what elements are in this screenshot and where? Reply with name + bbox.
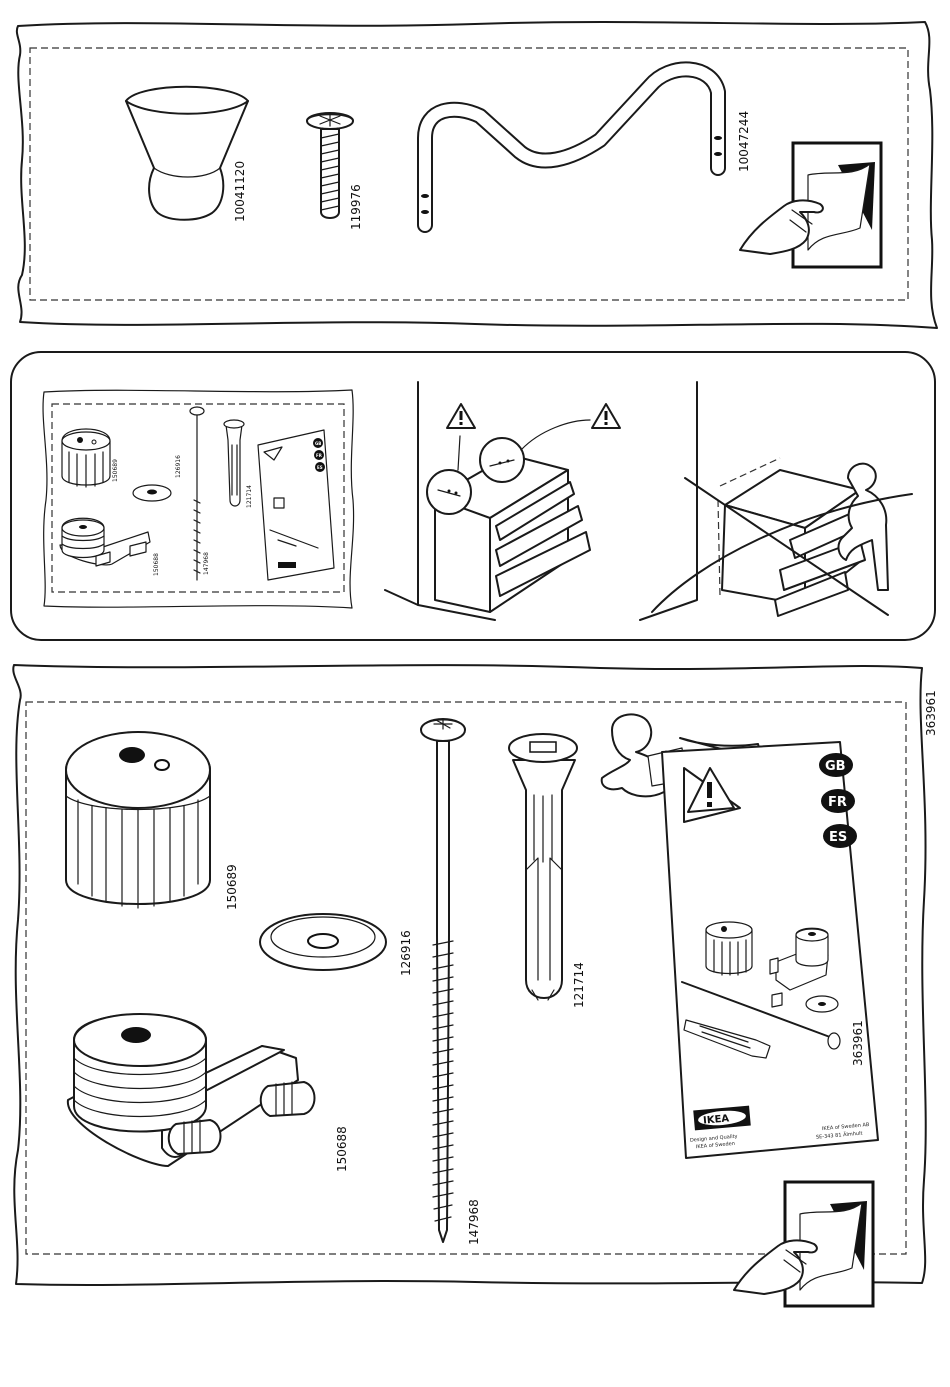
mini-number-stopper-cap: 150689 bbox=[112, 459, 119, 482]
mini-hardware-bag-icon: 126916 147968 121714 150689 150688 GB FR… bbox=[43, 390, 354, 608]
svg-text:GB: GB bbox=[825, 759, 846, 774]
language-badge-es: ES bbox=[823, 824, 857, 848]
leaflet-brand-logo: IKEA bbox=[703, 1113, 730, 1126]
mini-number-wall-bracket: 150688 bbox=[153, 553, 160, 576]
mini-number-wall-plug: 121714 bbox=[246, 485, 253, 508]
part-number-wall-screw: 147968 bbox=[467, 1199, 481, 1245]
mini-number-washer: 126916 bbox=[175, 455, 182, 478]
bottom-hardware-bag: 363961 150689 126916 bbox=[13, 665, 938, 1306]
part-number-knob: 10041120 bbox=[233, 161, 247, 222]
part-number-stopper-cap: 150689 bbox=[225, 864, 239, 910]
part-number-wall-plug: 121714 bbox=[572, 962, 586, 1008]
svg-text:FR: FR bbox=[828, 795, 847, 810]
mini-leaflet-badge-fr: FR bbox=[316, 453, 322, 458]
instruction-leaflet: GB FR ES 363 bbox=[662, 738, 878, 1158]
language-badge-gb: GB bbox=[819, 753, 853, 777]
warning-panel: 126916 147968 121714 150689 150688 GB FR… bbox=[11, 352, 935, 640]
part-number-washer: 126916 bbox=[399, 930, 413, 976]
part-number-handle: 10047244 bbox=[737, 111, 751, 172]
stopper-cap-icon bbox=[66, 732, 210, 908]
mini-number-wall-screw: 147968 bbox=[203, 552, 210, 575]
part-number-screw: 119976 bbox=[349, 184, 363, 230]
mini-leaflet-badge-gb: GB bbox=[315, 441, 321, 446]
top-hardware-bag: 10041120 119976 10047244 bbox=[17, 22, 937, 328]
leaflet-number: 363961 bbox=[851, 1020, 865, 1066]
language-badge-fr: FR bbox=[821, 789, 855, 813]
mini-leaflet-badge-es: ES bbox=[317, 465, 323, 470]
part-number-wall-bracket: 150688 bbox=[335, 1126, 349, 1172]
svg-text:ES: ES bbox=[829, 830, 847, 845]
bag-side-number: 363961 bbox=[924, 690, 938, 736]
washer-icon bbox=[260, 914, 386, 970]
